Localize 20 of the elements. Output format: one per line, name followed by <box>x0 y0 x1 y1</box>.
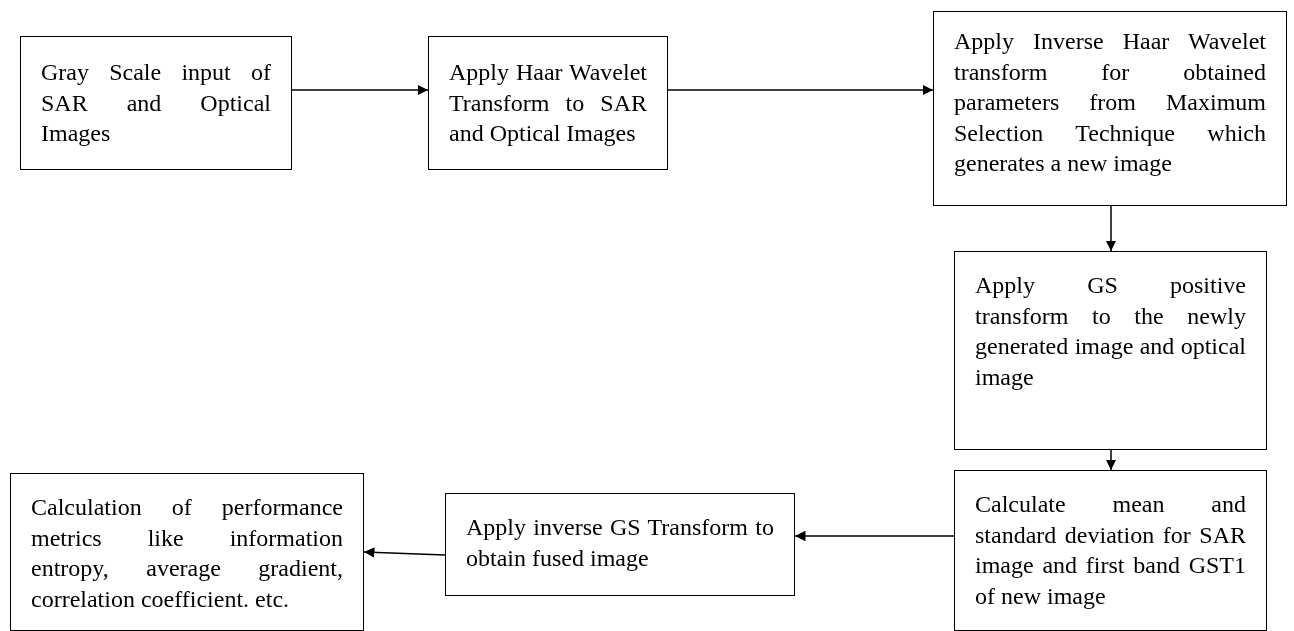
arrow <box>363 547 446 558</box>
process-box <box>954 251 1267 450</box>
step-text: Apply GS positive transform to the newly generated image and optical image <box>975 271 1246 392</box>
process-box <box>954 470 1267 631</box>
arrow <box>667 84 934 96</box>
step-text: Apply Haar Wavelet Transform to SAR and Optical Images <box>449 58 647 148</box>
arrow <box>794 530 955 542</box>
arrow <box>1105 449 1117 471</box>
process-box <box>428 36 668 170</box>
step-text: Calculation of performance metrics like information entropy, average gradient, correlation coefficient. etc. <box>31 493 343 614</box>
process-box <box>10 473 364 631</box>
arrow <box>291 84 429 96</box>
process-box <box>445 493 795 596</box>
step-text: Calculate mean and standard deviation for SAR image and first band GST1 of new image <box>975 490 1246 611</box>
step-text: Apply inverse GS Transform to obtain fused image <box>466 513 774 573</box>
step-text: Gray Scale input of SAR and Optical Images <box>41 58 271 148</box>
arrow <box>1105 205 1117 252</box>
process-box <box>933 11 1287 206</box>
step-text: Apply Inverse Haar Wavelet transform for obtained parameters from Maximum Selection Technique which generates a new image <box>954 27 1266 178</box>
process-box <box>20 36 292 170</box>
